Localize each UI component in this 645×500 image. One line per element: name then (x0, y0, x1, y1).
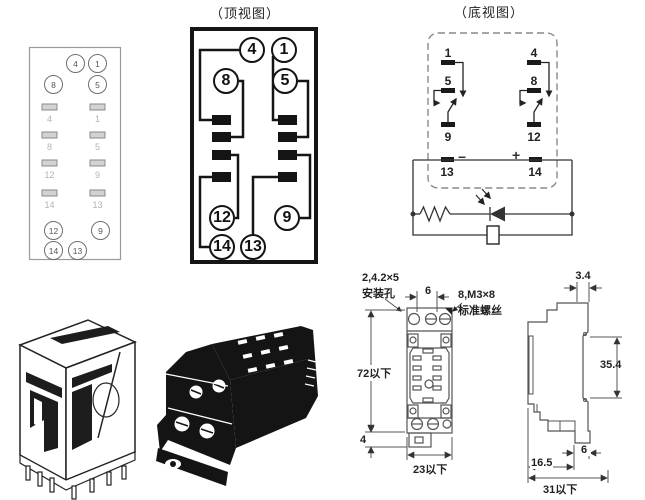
pin-circle: 13 (68, 241, 87, 260)
bottom-view-pin-12: 12 (527, 130, 541, 144)
bottom-view-pin-9: 9 (444, 130, 452, 144)
side-details (528, 332, 587, 431)
top-tab-width-dim: 3.4 (575, 270, 591, 282)
foot-width-dim: 6 (577, 444, 591, 456)
pin-circle: 5 (88, 75, 107, 94)
pin-circle: 14 (44, 241, 63, 260)
front-outline (406, 307, 453, 448)
bottom-view-pin-1: 1 (444, 46, 452, 60)
pin-circle: 9 (91, 221, 110, 240)
bottom-view-pin-5: 5 (444, 74, 452, 88)
bottom-view-pin-4: 4 (530, 46, 538, 60)
pin-circle: 12 (44, 221, 63, 240)
socket-screws (165, 379, 226, 469)
pin-slot-label: 8 (46, 142, 52, 152)
bottom-view-pin-8: 8 (530, 74, 538, 88)
pin-slot-label: 5 (94, 142, 100, 152)
bottom-view-title: （底视图） (454, 5, 525, 20)
screw-pitch-dim: 6 (421, 285, 435, 297)
top-view-title: （顶视图） (210, 6, 281, 21)
wire-junction-left (410, 211, 416, 217)
relay-illustration (18, 319, 137, 500)
pin-circle: 1 (88, 54, 107, 73)
coil-circuit (412, 159, 573, 236)
pin-slot-label: 13 (92, 200, 103, 210)
top-view-pin-13: 13 (240, 234, 266, 260)
mount-hole-note-line1: 2,4.2×5 (362, 272, 400, 284)
plus-sign: + (512, 147, 521, 163)
pin-slot-label: 1 (94, 114, 100, 124)
top-view-pin-14: 14 (209, 234, 235, 260)
top-view-pin-5: 5 (272, 68, 298, 94)
top-view-frame (190, 27, 318, 264)
minus-sign: − (458, 149, 467, 165)
overall-depth-dim: 31以下 (543, 484, 578, 496)
relay-pins (25, 465, 127, 500)
side-outline (527, 302, 591, 444)
top-view-pin-12: 12 (209, 205, 235, 231)
contact-switches (433, 61, 553, 122)
front-dimension-drawing (365, 291, 463, 460)
socket-highlights (165, 359, 317, 425)
socket-top-slots (237, 332, 294, 373)
wire-junction-right (569, 211, 575, 217)
top-view-pin-9: 9 (274, 205, 300, 231)
pin-slot-label: 14 (44, 200, 55, 210)
top-view-pin-8: 8 (213, 68, 239, 94)
socket-illustration (156, 326, 318, 486)
top-view-pin-1: 1 (271, 37, 297, 63)
pin-slot-label: 4 (46, 114, 52, 124)
pin-circle: 8 (44, 75, 63, 94)
top-view-slots (212, 115, 297, 182)
bottom-view-pin-13: 13 (440, 165, 454, 179)
tab-height-dim: 4 (360, 434, 367, 446)
pin-slot-label: 12 (44, 170, 55, 180)
screw-pointer-mark (445, 308, 452, 315)
inner-depth-dim: 16.5 (530, 457, 554, 469)
mount-hole-note-line2: 安装孔 (362, 288, 395, 300)
pin-slots (41, 103, 106, 197)
rail-span-dim: 35.4 (600, 359, 622, 371)
screw-note-line1: 8,M3×8 (458, 289, 495, 301)
pin-circle: 4 (66, 54, 85, 73)
led-diode (490, 206, 505, 222)
body-height-dim: 72以下 (356, 365, 393, 381)
top-view-pin-4: 4 (239, 37, 265, 63)
screw-note-line2: 标准螺丝 (458, 305, 502, 317)
body-width-dim: 23以下 (413, 464, 448, 476)
bottom-view-pin-14: 14 (528, 165, 542, 179)
side-dimension-drawing (527, 282, 622, 483)
pin-slot-label: 9 (94, 170, 100, 180)
coil-symbol (486, 225, 500, 245)
bottom-view-circuit (410, 32, 575, 245)
